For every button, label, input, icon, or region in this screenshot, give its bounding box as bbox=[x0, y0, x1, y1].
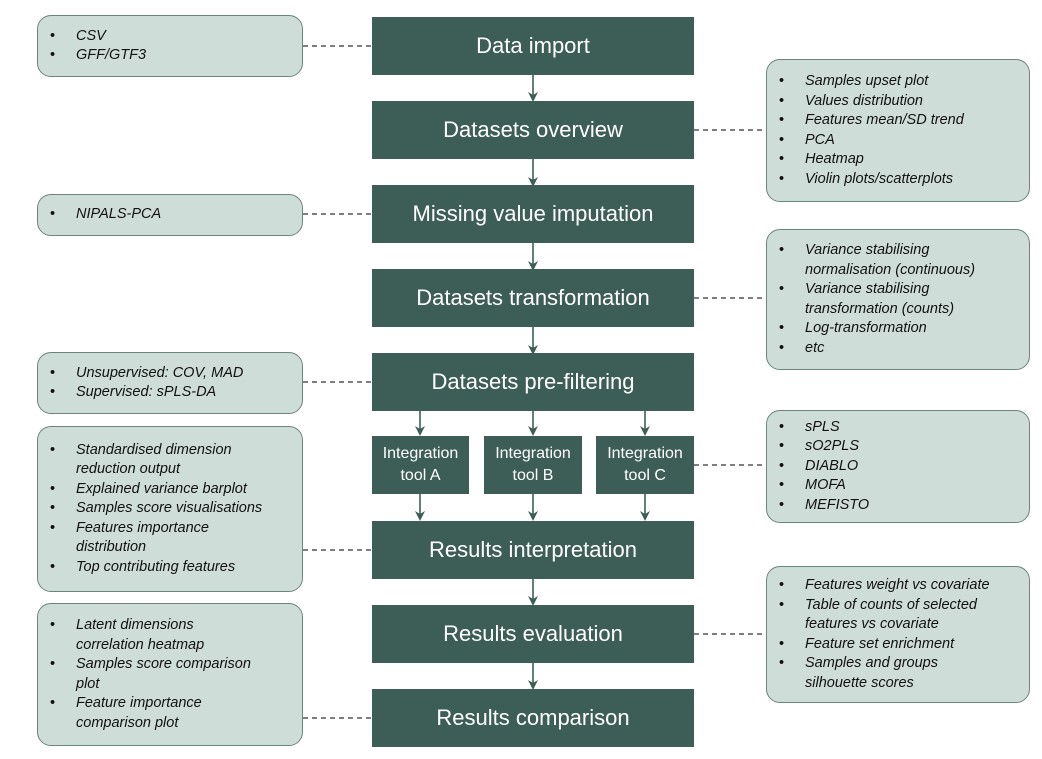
step-results-comparison-label: Results comparison bbox=[436, 705, 630, 730]
note-results-interpretation: Standardised dimension reduction output … bbox=[37, 426, 303, 592]
note-item: Violin plots/scatterplots bbox=[779, 170, 964, 190]
note-item: Samples score comparison plot bbox=[50, 655, 251, 694]
note-item: Feature set enrichment bbox=[779, 635, 990, 655]
note-item: Samples score visualisations bbox=[50, 499, 262, 519]
note-item: Feature importance comparison plot bbox=[50, 694, 251, 733]
integration-tool-b-line1: Integration bbox=[495, 445, 571, 462]
note-item: CSV bbox=[50, 27, 146, 47]
integration-tool-c-line1: Integration bbox=[607, 445, 683, 462]
step-results-interpretation-label: Results interpretation bbox=[429, 537, 637, 562]
note-item: Features mean/SD trend bbox=[779, 111, 964, 131]
note-item: Standardised dimension reduction output bbox=[50, 441, 262, 480]
note-item: Samples and groups silhouette scores bbox=[779, 654, 990, 693]
step-datasets-transformation-label: Datasets transformation bbox=[416, 285, 650, 310]
step-datasets-transformation: Datasets transformation bbox=[372, 269, 694, 327]
note-datasets-prefiltering: Unsupervised: COV, MAD Supervised: sPLS-… bbox=[37, 352, 303, 414]
step-data-import-label: Data import bbox=[476, 33, 590, 58]
note-item: Features weight vs covariate bbox=[779, 576, 990, 596]
note-data-import: CSV GFF/GTF3 bbox=[37, 15, 303, 77]
note-datasets-overview: Samples upset plot Values distribution F… bbox=[766, 59, 1030, 202]
note-item: Samples upset plot bbox=[779, 72, 964, 92]
step-datasets-overview-label: Datasets overview bbox=[443, 117, 623, 142]
integration-tool-a: Integration tool A bbox=[372, 436, 469, 494]
step-datasets-prefiltering: Datasets pre-filtering bbox=[372, 353, 694, 411]
note-item: Values distribution bbox=[779, 92, 964, 112]
note-item: MOFA bbox=[779, 476, 869, 496]
note-datasets-transformation: Variance stabilising normalisation (cont… bbox=[766, 229, 1030, 370]
note-item: Latent dimensions correlation heatmap bbox=[50, 616, 251, 655]
note-results-evaluation: Features weight vs covariate Table of co… bbox=[766, 566, 1030, 703]
note-item: sO2PLS bbox=[779, 437, 869, 457]
note-item: PCA bbox=[779, 131, 964, 151]
step-results-evaluation-label: Results evaluation bbox=[443, 621, 623, 646]
integration-tool-c-line2: tool C bbox=[624, 467, 666, 484]
step-missing-value-imputation-label: Missing value imputation bbox=[412, 201, 654, 226]
note-item: MEFISTO bbox=[779, 496, 869, 516]
note-item: Explained variance barplot bbox=[50, 480, 262, 500]
integration-tool-c: Integration tool C bbox=[596, 436, 694, 494]
note-missing-value-imputation: NIPALS-PCA bbox=[37, 194, 303, 236]
integration-tool-a-line1: Integration bbox=[382, 445, 459, 462]
note-item: sPLS bbox=[779, 418, 869, 438]
note-item: Features importance distribution bbox=[50, 519, 262, 558]
note-item: Table of counts of selected features vs … bbox=[779, 596, 990, 635]
integration-tool-a-line2: tool A bbox=[400, 467, 441, 484]
step-results-evaluation: Results evaluation bbox=[372, 605, 694, 663]
note-item: Unsupervised: COV, MAD bbox=[50, 364, 243, 384]
note-item: Variance stabilising transformation (cou… bbox=[779, 280, 975, 319]
note-item: GFF/GTF3 bbox=[50, 46, 146, 66]
note-item: Supervised: sPLS-DA bbox=[50, 383, 243, 403]
integration-tool-b-line2: tool B bbox=[512, 467, 554, 484]
note-item: NIPALS-PCA bbox=[50, 205, 161, 225]
note-item: DIABLO bbox=[779, 457, 869, 477]
note-item: Log-transformation bbox=[779, 319, 975, 339]
note-item: Variance stabilising normalisation (cont… bbox=[779, 241, 975, 280]
note-item: Top contributing features bbox=[50, 558, 262, 578]
step-data-import: Data import bbox=[372, 17, 694, 75]
step-results-comparison: Results comparison bbox=[372, 689, 694, 747]
step-missing-value-imputation: Missing value imputation bbox=[372, 185, 694, 243]
step-results-interpretation: Results interpretation bbox=[372, 521, 694, 579]
step-datasets-prefiltering-label: Datasets pre-filtering bbox=[431, 369, 635, 394]
integration-tool-b: Integration tool B bbox=[484, 436, 582, 494]
note-integration-tools: sPLS sO2PLS DIABLO MOFA MEFISTO bbox=[766, 410, 1030, 523]
note-item: Heatmap bbox=[779, 150, 964, 170]
step-datasets-overview: Datasets overview bbox=[372, 101, 694, 159]
note-results-comparison: Latent dimensions correlation heatmap Sa… bbox=[37, 603, 303, 746]
note-item: etc bbox=[779, 339, 975, 359]
